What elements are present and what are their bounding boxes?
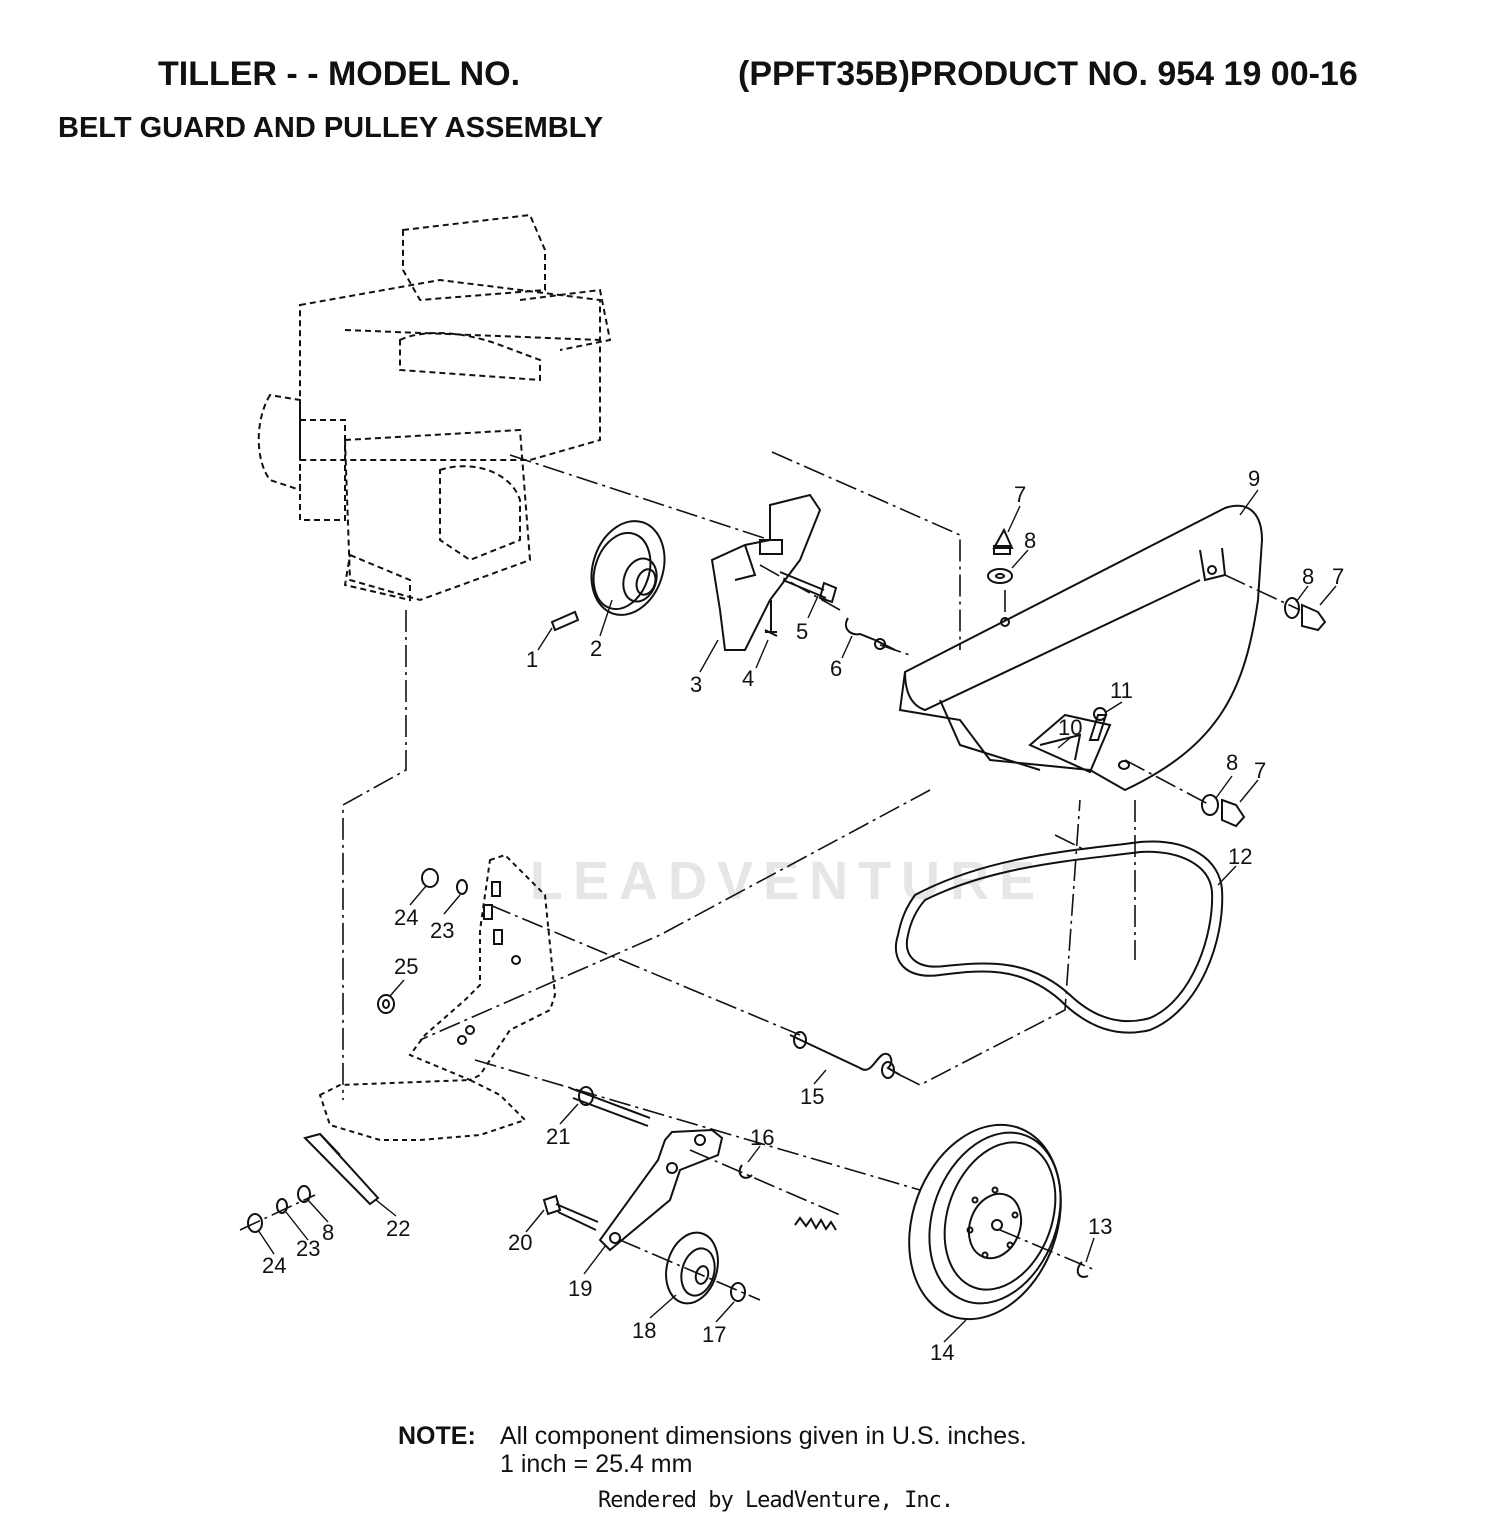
footer-credit: Rendered by LeadVenture, Inc. — [598, 1488, 954, 1513]
callout-25: 25 — [394, 954, 418, 979]
callout-4: 4 — [742, 666, 754, 691]
part-14-large-pulley — [908, 1123, 1062, 1321]
engine-outline — [257, 213, 612, 602]
callout-20: 20 — [508, 1230, 532, 1255]
callout-7-lower: 7 — [1254, 758, 1266, 783]
callout-8-lower-left: 8 — [322, 1220, 334, 1245]
callout-15: 15 — [800, 1084, 824, 1109]
part-21-pivot-bolt — [569, 1086, 651, 1127]
part-11-bolt — [1088, 707, 1108, 741]
part-6-rod — [844, 617, 896, 651]
title-product: (PPFT35B)PRODUCT NO. 954 19 00-16 — [738, 55, 1358, 93]
callout-18: 18 — [632, 1318, 656, 1343]
part-9-belt-guard — [898, 504, 1264, 792]
page-subtitle: BELT GUARD AND PULLEY ASSEMBLY — [58, 112, 604, 144]
part-12-drive-belt — [894, 840, 1224, 1034]
tension-spring — [794, 1216, 837, 1231]
assembly-lines — [239, 451, 1301, 1301]
note-dimensions: All component dimensions given in U.S. i… — [500, 1422, 1027, 1450]
frame-holes — [457, 881, 521, 1045]
callout-13: 13 — [1088, 1214, 1112, 1239]
note-label: NOTE: — [398, 1422, 476, 1450]
part-7-acorn-nut-right — [1301, 603, 1327, 632]
callout-16: 16 — [750, 1125, 774, 1150]
part-18-idler-pulley — [665, 1231, 719, 1305]
part-22-plate — [303, 1132, 380, 1206]
callout-7-right: 7 — [1332, 564, 1344, 589]
part-24-nut-lower — [247, 1213, 263, 1233]
callout-5: 5 — [796, 619, 808, 644]
frame-bracket — [318, 853, 557, 1141]
callout-14: 14 — [930, 1340, 954, 1365]
callout-19: 19 — [568, 1276, 592, 1301]
callout-24-lower: 24 — [262, 1253, 286, 1278]
callout-6: 6 — [830, 656, 842, 681]
part-13-clip — [1076, 1261, 1089, 1278]
callout-9: 9 — [1248, 466, 1260, 491]
part-7-acorn-nut-lower — [1221, 798, 1246, 828]
part-8-washer-right — [1284, 597, 1300, 619]
title-model: TILLER - - MODEL NO. — [158, 55, 521, 93]
part-20-bolt — [542, 1194, 599, 1231]
part-8-washer-lower — [1201, 794, 1219, 816]
part-5-bolt — [779, 571, 838, 604]
callout-23-upper: 23 — [430, 918, 454, 943]
part-23-washer-lower — [276, 1198, 288, 1214]
part-1-set-screw — [550, 610, 580, 632]
part-17-nut — [730, 1282, 746, 1302]
part-3-bracket — [710, 493, 822, 651]
callout-8-right: 8 — [1302, 564, 1314, 589]
callout-22: 22 — [386, 1216, 410, 1241]
callout-7-top: 7 — [1014, 482, 1026, 507]
callout-24-upper: 24 — [394, 905, 418, 930]
part-8-washer-lower-left — [297, 1185, 311, 1203]
callout-11: 11 — [1110, 678, 1133, 703]
part-25-nut — [377, 994, 395, 1014]
callout-8-top: 8 — [1024, 528, 1036, 553]
callout-21: 21 — [546, 1124, 570, 1149]
part-7-acorn-nut-top — [992, 527, 1014, 555]
leader-lines — [257, 489, 1337, 1343]
part-2-engine-pulley — [590, 520, 666, 616]
callout-23-lower: 23 — [296, 1236, 320, 1261]
callout-2: 2 — [590, 636, 602, 661]
callout-3: 3 — [690, 672, 702, 697]
part-16-clip — [738, 1164, 753, 1179]
watermark: LEADVENTURE — [530, 851, 1046, 911]
callout-17: 17 — [702, 1322, 726, 1347]
callout-12: 12 — [1228, 844, 1252, 869]
part-8-washer-top — [987, 568, 1013, 584]
part-4-screw — [764, 600, 778, 637]
callout-8-lower: 8 — [1226, 750, 1238, 775]
part-24-nut-upper — [421, 868, 439, 888]
callout-10: 10 — [1058, 715, 1082, 740]
part-23-washer-upper — [456, 879, 468, 895]
part-15-rod — [789, 1031, 901, 1079]
note-conversion: 1 inch = 25.4 mm — [500, 1450, 693, 1478]
part-19-idler-arm — [598, 1128, 724, 1252]
callout-1: 1 — [526, 647, 538, 672]
